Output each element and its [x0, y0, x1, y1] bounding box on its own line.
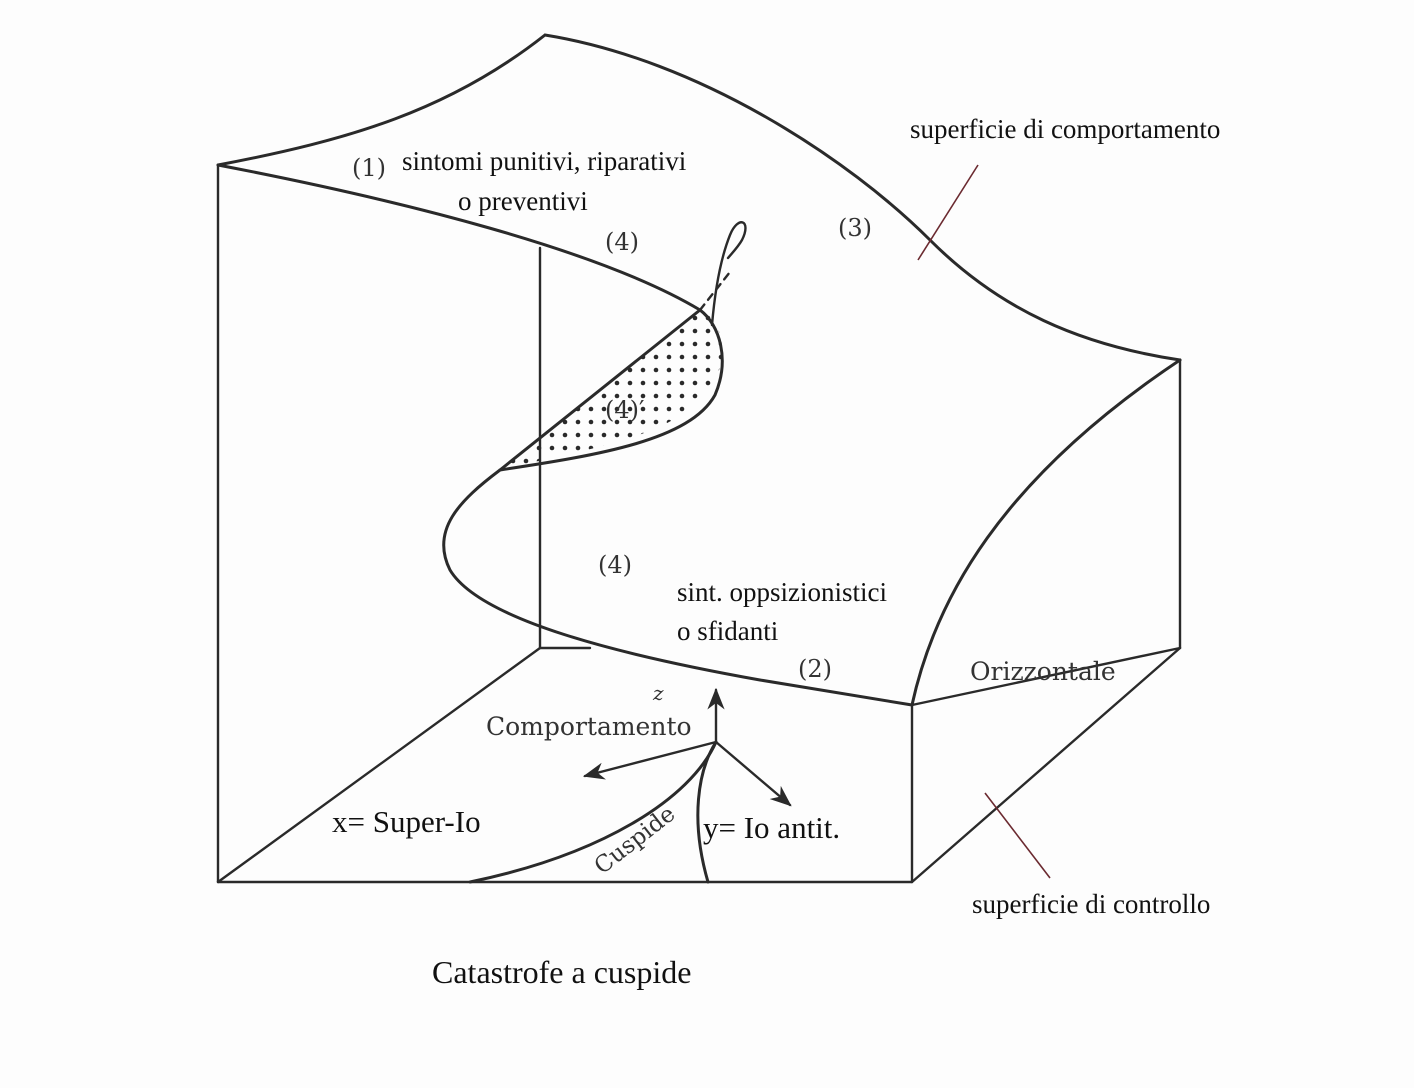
caption: Catastrofe a cuspide	[432, 954, 691, 990]
box-frame	[216, 163, 1182, 884]
x-axis-label: x= Super-Io	[332, 804, 481, 839]
horizontal-label: Orizzontale	[970, 657, 1116, 686]
y-axis-label: y= Io antit.	[703, 810, 840, 845]
region-2-label: sint. oppsizionistici	[677, 577, 887, 607]
dotted-fold-region	[500, 310, 723, 470]
z-axis-label: z	[652, 681, 664, 705]
leader-line	[917, 164, 979, 261]
region-1-number: (1)	[352, 154, 386, 182]
behavior-surface	[216, 33, 1182, 707]
region-2-label-line2: o sfidanti	[677, 616, 778, 646]
region-4-prime-number: (4)′	[605, 396, 644, 424]
control-surface-label: superficie di controllo	[972, 889, 1210, 919]
region-4-top-number: (4)	[605, 228, 639, 256]
region-4-mid-number: (4)	[598, 551, 632, 579]
region-2-number: (2)	[798, 655, 832, 683]
leader-line	[984, 792, 1051, 879]
control-plane-axes	[468, 687, 792, 884]
region-1-label: sintomi punitivi, riparativi	[402, 146, 686, 176]
region-1-label-line2: o preventivi	[458, 186, 588, 216]
behavior-surface-label: superficie di comportamento	[910, 114, 1220, 144]
region-3-number: (3)	[838, 214, 872, 242]
behavior-axis-label: Comportamento	[486, 712, 692, 741]
